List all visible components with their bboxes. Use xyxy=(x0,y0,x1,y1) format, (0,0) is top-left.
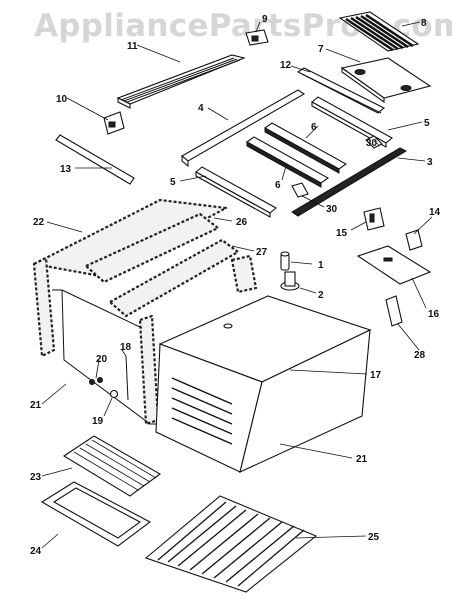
part-5-rail-left xyxy=(195,166,277,218)
part-16-plate xyxy=(356,245,432,285)
callout-22: 21 xyxy=(30,400,42,411)
callout-13: 13 xyxy=(60,164,72,175)
callout-2: 2 xyxy=(318,290,324,301)
callout-3: 3 xyxy=(427,157,433,168)
part-3-rail xyxy=(291,147,408,217)
callout-14: 14 xyxy=(429,207,441,218)
callout-28: 27 xyxy=(256,247,268,258)
part-5-rail-right xyxy=(311,96,393,148)
callout-30-upper: 30 xyxy=(366,138,378,149)
part-10-clip xyxy=(103,111,125,135)
part-15-bracket xyxy=(363,207,385,231)
part-19-grommet xyxy=(109,389,119,399)
callout-9: 9 xyxy=(262,14,268,25)
callout-11: 11 xyxy=(127,41,138,52)
part-14-clip xyxy=(405,229,423,251)
callout-8: 8 xyxy=(421,18,427,29)
callouts: 8 9 11 7 12 10 4 5 6 30 13 3 5 6 30 22 2… xyxy=(30,14,441,557)
part-1-post xyxy=(280,251,290,271)
callout-4: 4 xyxy=(198,103,204,114)
part-23-insulation-side xyxy=(138,254,258,426)
callout-21: 21 xyxy=(356,454,368,465)
callout-6-upper: 6 xyxy=(311,122,317,133)
callout-12: 12 xyxy=(280,60,292,71)
part-28-insulation xyxy=(108,238,240,318)
callout-19: 19 xyxy=(92,416,104,427)
part-23-insulation xyxy=(32,198,228,358)
part-18-rod xyxy=(125,355,129,401)
callout-26: 25 xyxy=(368,532,380,543)
callout-18: 18 xyxy=(120,342,132,353)
callout-25: 24 xyxy=(30,546,42,557)
part-21-oven-liner xyxy=(155,295,372,473)
callout-10: 10 xyxy=(56,94,68,105)
callout-27: 26 xyxy=(236,217,248,228)
callout-1: 1 xyxy=(318,260,324,271)
callout-7: 7 xyxy=(318,44,324,55)
callout-29: 28 xyxy=(414,350,426,361)
callout-20: 20 xyxy=(96,354,108,365)
callout-24: 23 xyxy=(30,472,42,483)
callout-6-lower: 6 xyxy=(275,180,281,191)
callout-16: 16 xyxy=(428,309,440,320)
callout-23: 22 xyxy=(33,217,45,228)
part-26-oven-rack xyxy=(144,495,318,593)
leader-lines xyxy=(41,21,433,549)
callout-30-lower: 30 xyxy=(326,204,338,215)
part-27-insulation xyxy=(84,212,220,284)
part-7-vent-plate xyxy=(340,57,432,104)
part-24-broil-grid xyxy=(62,435,162,497)
part-29-clip xyxy=(385,295,403,327)
part-25-broil-pan xyxy=(40,481,152,547)
part-8-grille xyxy=(338,11,420,52)
part-4-rail xyxy=(181,89,306,168)
part-2-nut xyxy=(280,271,300,291)
part-11-rail xyxy=(116,54,246,109)
callout-17: 17 xyxy=(370,370,382,381)
part-30-clip-lower xyxy=(291,182,309,198)
part-6-rail-upper xyxy=(263,122,348,174)
part-6-rail-lower xyxy=(245,136,330,188)
part-30-clip-upper xyxy=(365,135,383,149)
part-9-bracket xyxy=(245,29,269,46)
part-20-screws xyxy=(89,377,103,385)
callout-15: 15 xyxy=(336,228,348,239)
callout-5-left: 5 xyxy=(170,177,176,188)
callout-5-right: 5 xyxy=(424,118,430,129)
part-13-strip xyxy=(55,134,135,185)
part-22-oven-shell xyxy=(52,289,156,425)
